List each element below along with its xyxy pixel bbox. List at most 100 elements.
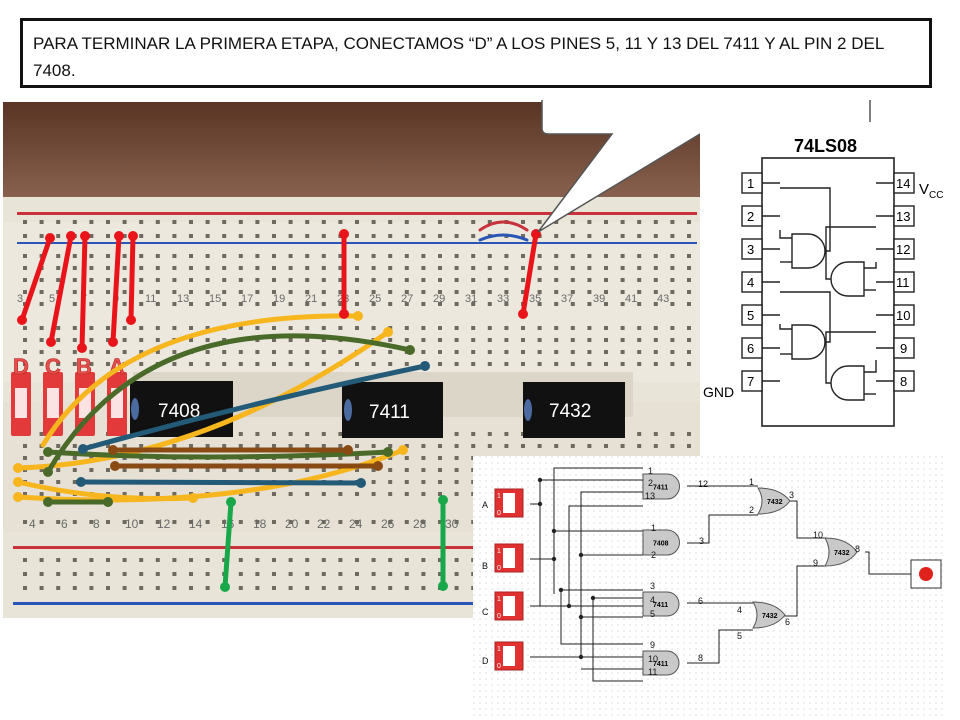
left-pins: 1 2 3 4 5 6 7 — [741, 172, 780, 392]
gate-g7408: 7408 — [642, 529, 680, 556]
gate-label: 7432 — [834, 550, 850, 557]
and-gates — [779, 187, 877, 401]
top-row-number: 19 — [273, 293, 285, 305]
input-label-c: C — [482, 607, 489, 617]
chip-7411 — [342, 382, 443, 438]
bright-green-wires — [222, 497, 446, 590]
jumper-wires — [15, 220, 539, 590]
top-row-number: 11 — [145, 293, 156, 305]
output-led — [910, 559, 942, 589]
gate-label: 7432 — [767, 499, 783, 506]
pin-number-right: 14 — [896, 176, 910, 191]
gate-label: 7411 — [653, 485, 668, 492]
gnd-label: GND — [703, 384, 734, 400]
schematic-pin-number: 10 — [813, 530, 823, 540]
schematic-pin-number: 2 — [648, 478, 653, 488]
switch-state-on: 1 — [497, 548, 501, 555]
gate-label: 7411 — [653, 602, 668, 609]
bottom-row-number: 6 — [61, 517, 68, 531]
blue-wires — [78, 363, 428, 486]
top-row-number: 37 — [561, 293, 573, 305]
green-wires-olive — [45, 333, 413, 505]
brown-wires — [110, 447, 381, 469]
input-label-b: B — [482, 561, 488, 571]
bottom-row-number: 28 — [413, 517, 427, 531]
schematic-pin-number: 13 — [645, 491, 655, 501]
wire-end-caps — [13, 229, 541, 592]
pin-number-left: 4 — [747, 275, 754, 290]
schematic-pin-number: 3 — [699, 536, 704, 546]
gate-g7411_top: 7411 — [642, 473, 680, 500]
schematic-pin-number: 9 — [650, 640, 655, 650]
instruction-text: PARA TERMINAR LA PRIMERA ETAPA, CONECTAM… — [33, 34, 884, 80]
switch-label-b: B — [76, 354, 92, 379]
pin-number-left: 5 — [747, 308, 754, 323]
gate-g7432_top: 7432 — [757, 487, 791, 515]
schematic-pin-number: 3 — [650, 581, 655, 591]
schematic-pin-number: 6 — [785, 617, 790, 627]
top-row-number: 41 — [625, 293, 637, 305]
pin-number-left: 7 — [747, 374, 754, 389]
switch-state-off: 0 — [497, 613, 501, 620]
schematic-gates: 7411 7408 7411 7411 7432 7432 7432 — [642, 473, 858, 676]
schematic-pin-number: 8 — [855, 544, 860, 554]
pin-number-right: 10 — [896, 308, 910, 323]
top-row-number: 29 — [433, 293, 445, 305]
red-wires — [19, 231, 539, 351]
junction-dots — [537, 477, 596, 660]
switch-state-off: 0 — [497, 510, 501, 517]
instruction-banner: PARA TERMINAR LA PRIMERA ETAPA, CONECTAM… — [20, 18, 932, 88]
gate-g7432_mid: 7432 — [752, 601, 786, 629]
top-row-number: 15 — [209, 293, 221, 305]
pin-number-right: 8 — [900, 374, 907, 389]
bottom-row-number: 12 — [157, 517, 171, 531]
pin-number-left: 2 — [747, 209, 754, 224]
vcc-label: VCC — [919, 181, 943, 201]
top-row-number: 5 — [49, 293, 55, 305]
bottom-row-number: 24 — [349, 517, 363, 531]
gate-g7432_final: 7432 — [824, 537, 858, 567]
top-row-number: 21 — [305, 293, 317, 305]
pin-number-right: 9 — [900, 341, 907, 356]
pinout-title: 74LS08 — [794, 136, 857, 156]
chip-label-7408: 7408 — [158, 401, 200, 422]
bottom-row-number: 14 — [189, 517, 203, 531]
top-row-number: 25 — [369, 293, 381, 305]
schematic-pin-number: 10 — [648, 654, 658, 664]
top-row-number: 39 — [593, 293, 605, 305]
gate-label: 7408 — [653, 541, 669, 548]
top-row-number: 27 — [401, 293, 413, 305]
gate-label: 7411 — [653, 661, 668, 668]
top-row-number: 43 — [657, 293, 669, 305]
gate-g7411_mid: 7411 — [642, 591, 680, 617]
schematic-pin-number: 4 — [737, 605, 742, 615]
schematic-pin-number: 1 — [749, 477, 754, 487]
switch-state-on: 1 — [497, 646, 501, 653]
bottom-row-number: 30 — [445, 517, 459, 531]
switch-label-d: D — [13, 354, 29, 379]
schematic-pin-number: 8 — [698, 653, 703, 663]
switch-state-on: 1 — [497, 493, 501, 500]
pin-number-left: 3 — [747, 242, 754, 257]
pin-number-right: 13 — [896, 209, 910, 224]
schematic-wires — [530, 467, 911, 682]
switch-label-c: C — [45, 354, 61, 379]
schematic-pin-number: 2 — [651, 550, 656, 560]
schematic-pin-number: 2 — [749, 505, 754, 515]
bottom-row-number: 22 — [317, 517, 331, 531]
bottom-row-number: 8 — [93, 517, 100, 531]
input-label-d: D — [482, 656, 489, 666]
pin-number-left: 1 — [747, 176, 754, 191]
schematic-pin-number: 12 — [698, 479, 708, 489]
pin-number-left: 6 — [747, 341, 754, 356]
switch-state-off: 0 — [497, 565, 501, 572]
schematic-pin-number: 5 — [737, 631, 742, 641]
input-label-a: A — [482, 500, 488, 510]
bottom-row-number: 4 — [29, 517, 36, 531]
top-row-number: 35 — [529, 293, 541, 305]
